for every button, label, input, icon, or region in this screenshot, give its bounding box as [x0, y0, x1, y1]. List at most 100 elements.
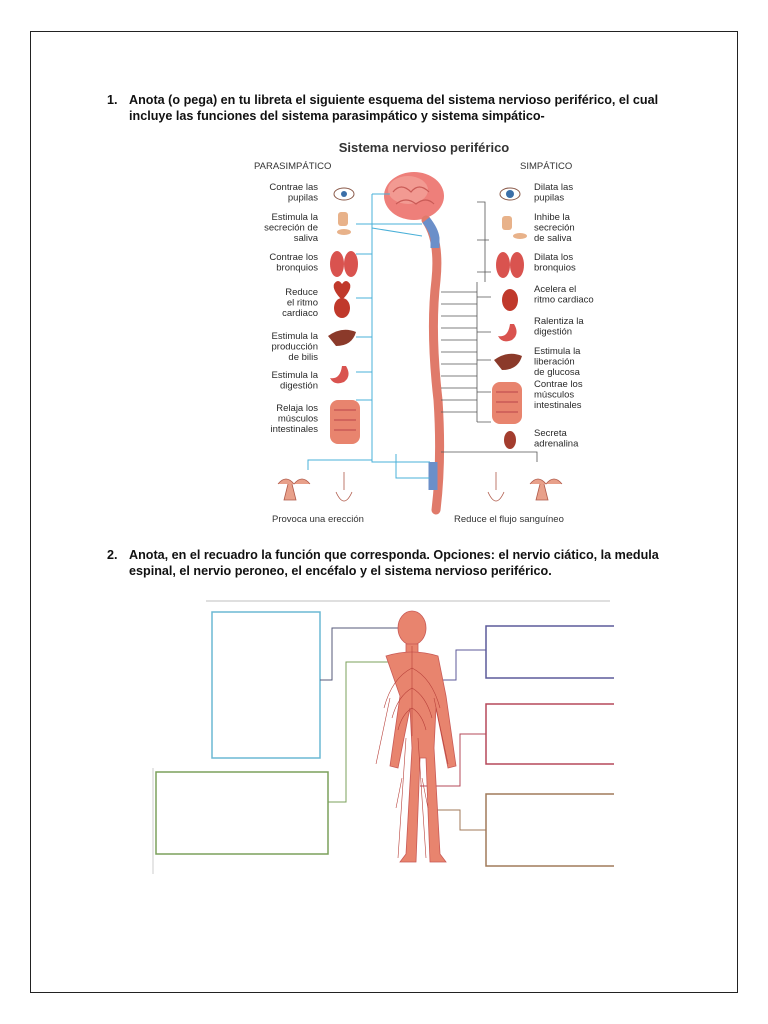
connector-bottom-right	[436, 809, 486, 831]
nervous-system-diagram-svg: Sistema nervioso periférico PARASIMPÁTIC…	[248, 132, 600, 528]
eye-icon	[333, 187, 355, 201]
parasympathetic-item-line: de bilis	[288, 352, 318, 363]
intestines-icon	[330, 400, 360, 444]
sympathetic-item-line: intestinales	[534, 400, 582, 411]
connector-middle-right	[420, 733, 486, 787]
body-diagram	[150, 598, 635, 874]
sympathetic-item-line: Inhibe la	[534, 212, 571, 223]
sympathetic-item-line: de saliva	[534, 233, 572, 244]
lungs-icon	[496, 252, 524, 278]
sympathetic-item-line: bronquios	[534, 263, 576, 274]
sympathetic-header: SIMPÁTICO	[520, 161, 572, 172]
spinal-cord-icon	[421, 215, 445, 515]
answer-box-bottom-left[interactable]	[155, 771, 329, 855]
question-1: 1. Anota (o pega) en tu libreta el sigui…	[107, 92, 697, 126]
parasympathetic-item-line: secreción de	[264, 223, 318, 234]
question-1-number: 1.	[107, 93, 118, 107]
nerve-network	[375, 646, 449, 859]
uterus-icon	[277, 478, 311, 501]
sympathetic-item-line: Dilata las	[534, 182, 573, 193]
question-2-text: Anota, en el recuadro la función que cor…	[129, 548, 659, 578]
question-2: 2. Anota, en el recuadro la función que …	[107, 547, 697, 581]
parasympathetic-bottom-label: Provoca una erección	[272, 514, 364, 525]
sympathetic-item-line: ritmo cardiaco	[534, 295, 594, 306]
parasympathetic-item-line: Contrae las	[269, 182, 318, 193]
sympathetic-bottom-label: Reduce el flujo sanguíneo	[454, 514, 564, 525]
sympathetic-item-line: Secreta	[534, 428, 567, 439]
parasympathetic-item-line: pupilas	[288, 193, 318, 204]
page-border	[30, 31, 738, 993]
parasympathetic-item-line: músculos	[278, 414, 318, 425]
parasympathetic-item-line: Estimula la	[272, 212, 319, 223]
connector-top-left	[320, 627, 404, 681]
kidney-icon	[504, 431, 516, 449]
stomach-icon	[330, 366, 349, 384]
parasympathetic-item-line: Reduce	[285, 287, 318, 298]
male-reproductive-icon	[487, 472, 505, 502]
diagram-title: Sistema nervioso periférico	[339, 140, 510, 155]
parasympathetic-item-line: Contrae los	[269, 252, 318, 263]
sympathetic-item-line: de glucosa	[534, 367, 581, 378]
sympathetic-item-line: Contrae los	[534, 379, 583, 390]
salivary-gland-icon	[502, 216, 527, 239]
heart-icon	[502, 289, 518, 311]
sympathetic-item-line: adrenalina	[534, 439, 579, 450]
parasympathetic-item-line: intestinales	[270, 424, 318, 435]
parasympathetic-item-line: producción	[272, 342, 318, 353]
liver-icon	[494, 353, 522, 370]
sympathetic-item-line: Dilata los	[534, 252, 573, 263]
sympathetic-item-line: pupilas	[534, 193, 564, 204]
question-1-text: Anota (o pega) en tu libreta el siguient…	[129, 93, 659, 123]
eye-icon	[499, 187, 521, 201]
sympathetic-item-line: Estimula la	[534, 346, 581, 357]
sympathetic-item-line: digestión	[534, 327, 572, 338]
salivary-gland-icon	[337, 212, 351, 235]
sympathetic-item-line: secreción	[534, 223, 575, 234]
left-organs	[328, 187, 360, 444]
parasympathetic-lines	[307, 193, 430, 479]
question-2-number: 2.	[107, 548, 118, 562]
right-organs	[492, 187, 527, 449]
male-reproductive-icon	[335, 472, 353, 502]
uterus-icon	[529, 478, 563, 501]
parasympathetic-item-line: digestión	[280, 381, 318, 392]
parasympathetic-item-line: Estimula la	[272, 370, 319, 381]
parasympathetic-header: PARASIMPÁTICO	[254, 161, 331, 172]
parasympathetic-item-line: cardiaco	[282, 308, 318, 319]
parasympathetic-item-line: Relaja los	[276, 403, 318, 414]
lungs-icon	[330, 251, 358, 277]
sympathetic-item-line: Acelera el	[534, 284, 576, 295]
liver-icon	[328, 329, 356, 346]
heart-icon	[333, 281, 351, 318]
parasympathetic-item-line: saliva	[294, 233, 319, 244]
answer-box-top-left[interactable]	[211, 611, 321, 759]
sympathetic-item-line: Ralentiza la	[534, 316, 584, 327]
parasympathetic-item-line: bronquios	[276, 263, 318, 274]
parasympathetic-item-line: Estimula la	[272, 331, 319, 342]
parasympathetic-item-line: el ritmo	[287, 298, 318, 309]
body-diagram-svg	[150, 598, 635, 874]
reproductive-organs	[277, 472, 563, 502]
brain-icon	[384, 172, 444, 220]
sympathetic-item-line: músculos	[534, 390, 574, 401]
nervous-system-diagram: Sistema nervioso periférico PARASIMPÁTIC…	[248, 132, 600, 528]
sympathetic-item-line: liberación	[534, 357, 575, 368]
connector-bottom-left	[328, 661, 410, 803]
